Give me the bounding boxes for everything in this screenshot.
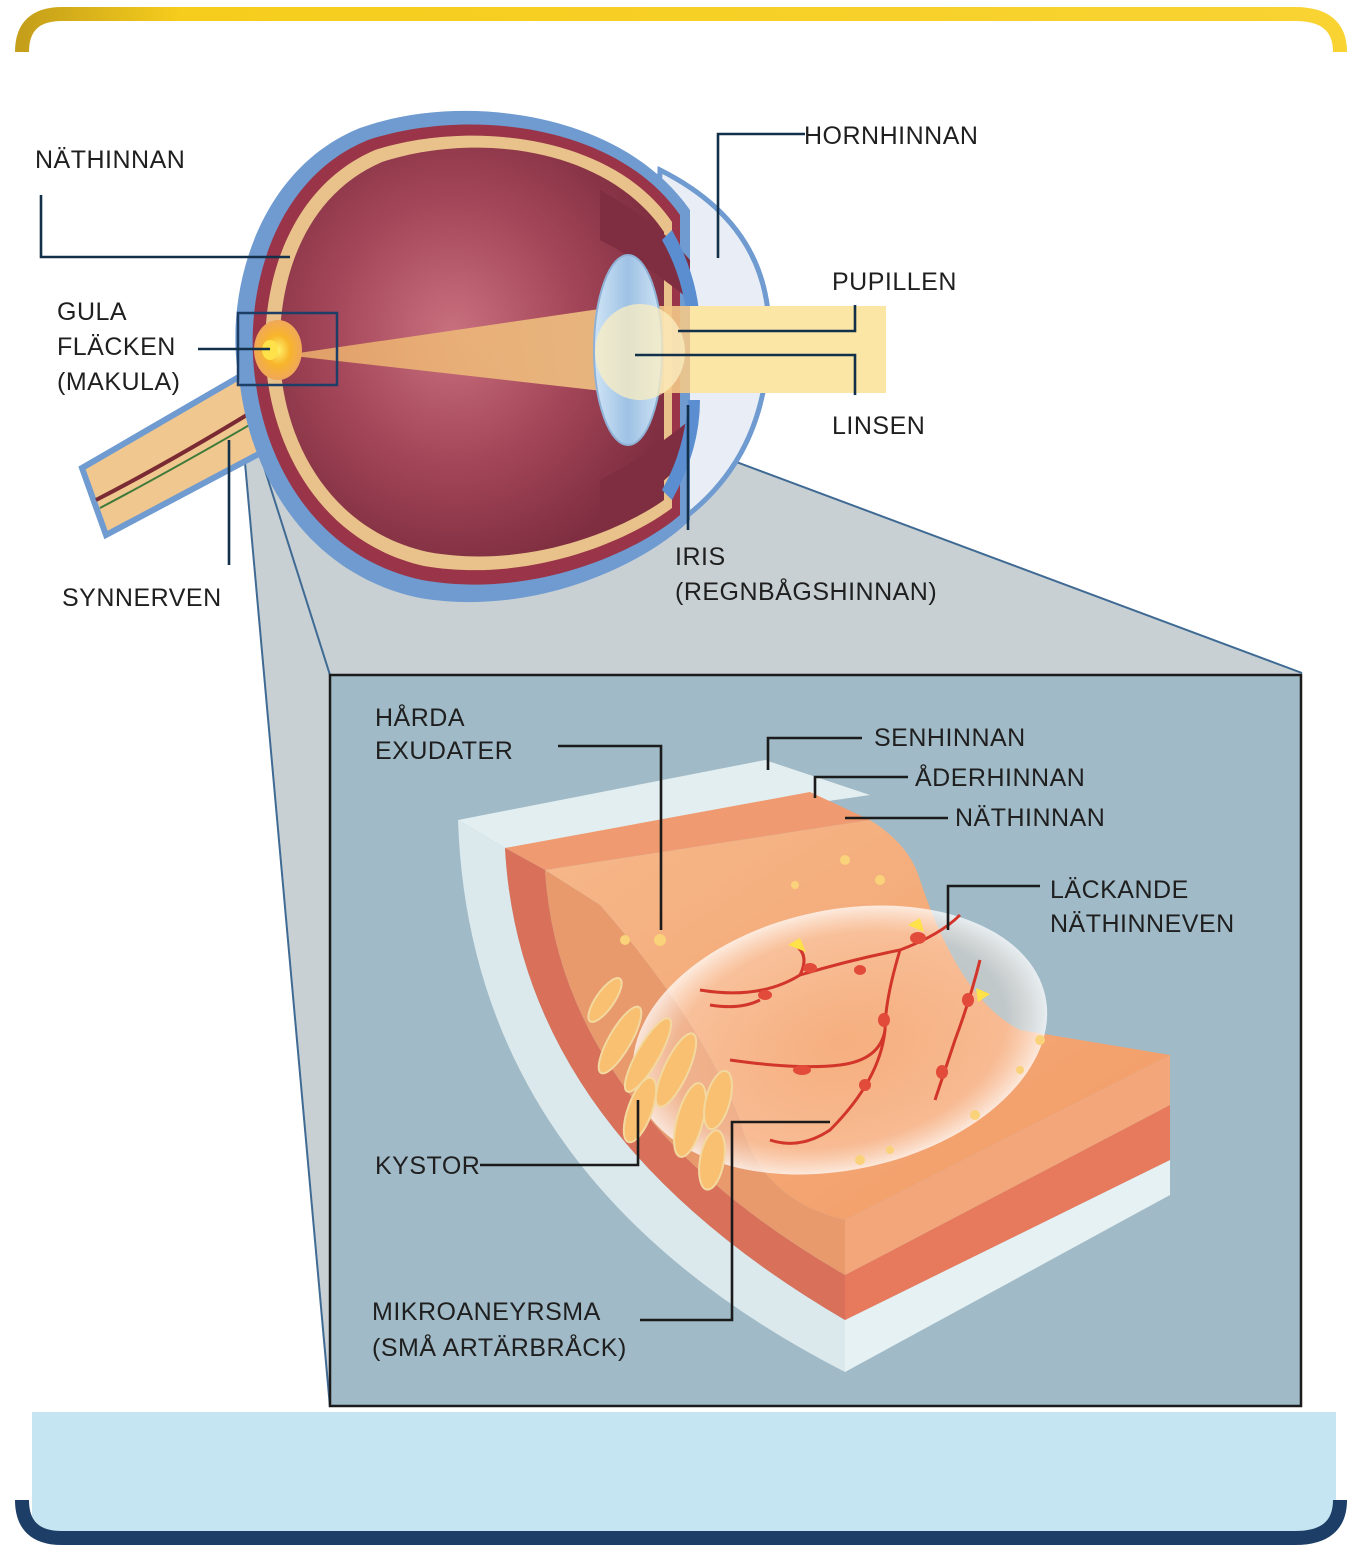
label-leaking-vessels-line-2: NÄTHINNEVEN — [1050, 910, 1235, 938]
label-detail-retina: NÄTHINNAN — [955, 804, 1105, 832]
exudate — [1035, 1035, 1045, 1045]
label-lens: LINSEN — [832, 412, 925, 440]
aneurysm — [803, 963, 817, 973]
label-hard-exudates-line-2: EXUDATER — [375, 737, 513, 765]
aneurysm — [758, 990, 772, 1000]
exudate — [840, 855, 850, 865]
label-pupil: PUPILLEN — [832, 268, 957, 296]
label-hard-exudates-line-1: HÅRDA — [375, 702, 465, 732]
label-macula-line-3: (MAKULA) — [57, 368, 180, 396]
aneurysm — [859, 1079, 871, 1091]
light-beam-outside — [690, 306, 886, 393]
aneurysm — [793, 1065, 811, 1075]
footer-band — [32, 1412, 1336, 1532]
label-optic-nerve: SYNNERVEN — [62, 584, 222, 612]
label-microaneurysm-line-1: MIKROANEYRSMA — [372, 1298, 601, 1326]
exudate — [620, 935, 630, 945]
label-iris-line-1: IRIS — [675, 543, 726, 571]
label-macula-line-2: FLÄCKEN — [57, 333, 176, 361]
label-macula-line-1: GULA — [57, 298, 127, 326]
aneurysm — [936, 1065, 948, 1079]
exudate — [970, 1110, 980, 1120]
label-leaking-vessels-line-1: LÄCKANDE — [1050, 876, 1189, 904]
exudate — [654, 934, 666, 946]
label-sclera: SENHINNAN — [874, 724, 1026, 752]
exudate — [875, 875, 885, 885]
aneurysm — [962, 993, 974, 1007]
exudate — [1016, 1066, 1024, 1074]
label-microaneurysm-line-2: (SMÅ ARTÄRBRÅCK) — [372, 1332, 627, 1362]
label-retina: NÄTHINNAN — [35, 146, 185, 174]
aneurysm — [854, 965, 866, 975]
lens-highlight — [595, 304, 685, 400]
label-choroid: ÅDERHINNAN — [915, 762, 1085, 792]
aneurysm — [910, 932, 926, 944]
label-iris-line-2: (REGNBÅGSHINNAN) — [675, 576, 937, 606]
aneurysm — [878, 1013, 890, 1027]
label-cornea: HORNHINNAN — [804, 122, 978, 150]
label-cysts: KYSTOR — [375, 1152, 480, 1180]
exudate — [855, 1155, 865, 1165]
frame-top-edge — [22, 14, 1340, 52]
exudate — [791, 881, 799, 889]
exudate — [886, 1146, 894, 1154]
